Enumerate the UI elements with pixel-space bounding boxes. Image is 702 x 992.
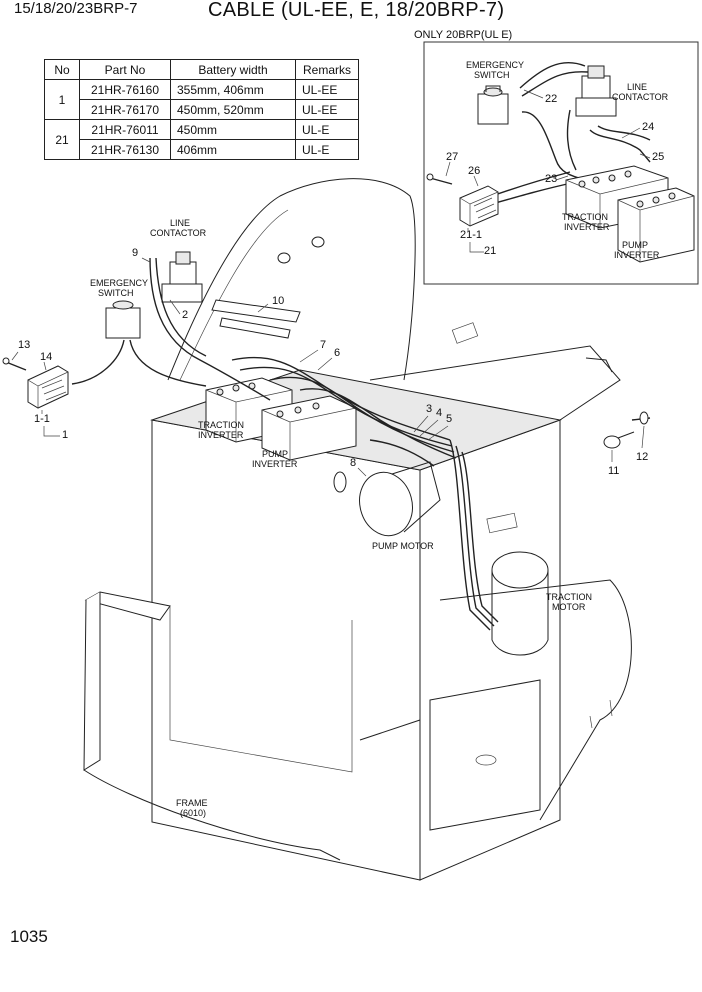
inset-emergency-switch: EMERGENCY SWITCH	[466, 60, 524, 125]
cell-part-no: 21HR-76170	[79, 99, 171, 120]
parts-table: No Part No Battery width Remarks 1 21HR-…	[44, 59, 359, 160]
table-row: 21HR-76170 450mm, 520mm UL-EE	[45, 99, 359, 120]
pump-inverter: PUMP INVERTER	[252, 395, 357, 469]
traction-motor: TRACTION MOTOR	[491, 551, 592, 656]
emergency-label-2: SWITCH	[98, 288, 134, 298]
cable-bracket	[211, 299, 301, 323]
cell-part-no: 21HR-76011	[79, 119, 171, 140]
callout-23: 23	[545, 173, 557, 185]
pump-motor-label: PUMP MOTOR	[372, 541, 434, 551]
cell-part-no: 21HR-76160	[79, 79, 171, 100]
cell-remarks: UL-EE	[295, 79, 359, 100]
callout-11: 11	[608, 465, 619, 477]
cell-battery-width: 450mm, 520mm	[170, 99, 296, 120]
cable-clamp	[603, 431, 635, 449]
emergency-label-1: EMERGENCY	[90, 278, 148, 288]
callout-4: 4	[436, 407, 442, 419]
callout-24: 24	[642, 121, 654, 133]
contactor-label-2: CONTACTOR	[150, 228, 207, 238]
inset-traction-label-2: INVERTER	[564, 222, 610, 232]
frame-label-2: (6010)	[180, 808, 206, 818]
main-view: LINE CONTACTOR EMERGENCY SWITCH TRACTIO	[2, 178, 651, 881]
inset-view: ONLY 20BRP(UL E) EMERGENCY SWITCH LINE C…	[414, 29, 699, 285]
callout-6: 6	[334, 347, 340, 359]
callout-3: 3	[426, 403, 432, 415]
callout-21: 21	[484, 245, 496, 257]
inset-emergency-label-1: EMERGENCY	[466, 60, 524, 70]
table-row: 21HR-76130 406mm UL-E	[45, 139, 359, 160]
callout-25: 25	[652, 151, 664, 163]
line-contactor: LINE CONTACTOR	[150, 218, 207, 303]
callout-14: 14	[40, 351, 52, 363]
cell-remarks: UL-E	[295, 119, 359, 140]
inset-contactor-label-1: LINE	[627, 82, 647, 92]
mast-outline	[167, 178, 416, 381]
callout-1-1: 1-1	[34, 413, 50, 425]
battery-connector	[27, 365, 69, 409]
inset-contactor-label-2: CONTACTOR	[612, 92, 669, 102]
callout-13: 13	[18, 339, 30, 351]
callout-27: 27	[446, 151, 458, 163]
cell-remarks: UL-E	[295, 139, 359, 160]
frame-label-1: FRAME	[176, 798, 208, 808]
callout-9: 9	[132, 247, 138, 259]
callout-22: 22	[545, 93, 557, 105]
inset-traction-label-1: TRACTION	[562, 212, 608, 222]
pump-inverter-label-2: INVERTER	[252, 459, 298, 469]
callout-21-1: 21-1	[460, 229, 482, 241]
cell-remarks: UL-EE	[295, 99, 359, 120]
cell-no: 21	[44, 119, 80, 160]
side-frame	[439, 579, 632, 821]
callout-10: 10	[272, 295, 284, 307]
cell-part-no: 21HR-76130	[79, 139, 171, 160]
clamp-bolt	[631, 411, 651, 425]
traction-motor-label-1: TRACTION	[546, 592, 592, 602]
traction-inverter-label-1: TRACTION	[198, 420, 244, 430]
page-number: 1035	[10, 927, 48, 946]
inset-connector	[459, 185, 499, 227]
inset-title: ONLY 20BRP(UL E)	[414, 29, 512, 41]
pump-inverter-label-1: PUMP	[262, 449, 288, 459]
callout-7: 7	[320, 339, 326, 351]
inset-line-contactor: LINE CONTACTOR	[575, 65, 669, 117]
model-range: 15/18/20/23BRP-7	[14, 0, 138, 17]
traction-inverter-label-2: INVERTER	[198, 430, 244, 440]
page-title: CABLE (UL-EE, E, 18/20BRP-7)	[208, 0, 505, 21]
callout-12: 12	[636, 451, 648, 463]
emergency-switch: EMERGENCY SWITCH	[90, 278, 148, 339]
cell-battery-width: 406mm	[170, 139, 296, 160]
traction-motor-label-2: MOTOR	[552, 602, 586, 612]
callout-8: 8	[350, 457, 356, 469]
contactor-label-1: LINE	[170, 218, 190, 228]
callout-2: 2	[182, 309, 188, 321]
table-row: 21 21HR-76011 450mm UL-E	[44, 119, 359, 160]
callout-26: 26	[468, 165, 480, 177]
inset-pump-battery: PUMP INVERTER	[614, 187, 695, 263]
callout-1: 1	[62, 429, 68, 441]
callout-5: 5	[446, 413, 452, 425]
inset-emergency-label-2: SWITCH	[474, 70, 510, 80]
inset-pump-label-1: PUMP	[622, 240, 648, 250]
inset-pump-label-2: INVERTER	[614, 250, 660, 260]
pump-motor: PUMP MOTOR	[333, 461, 441, 551]
inset-frame	[423, 41, 699, 285]
